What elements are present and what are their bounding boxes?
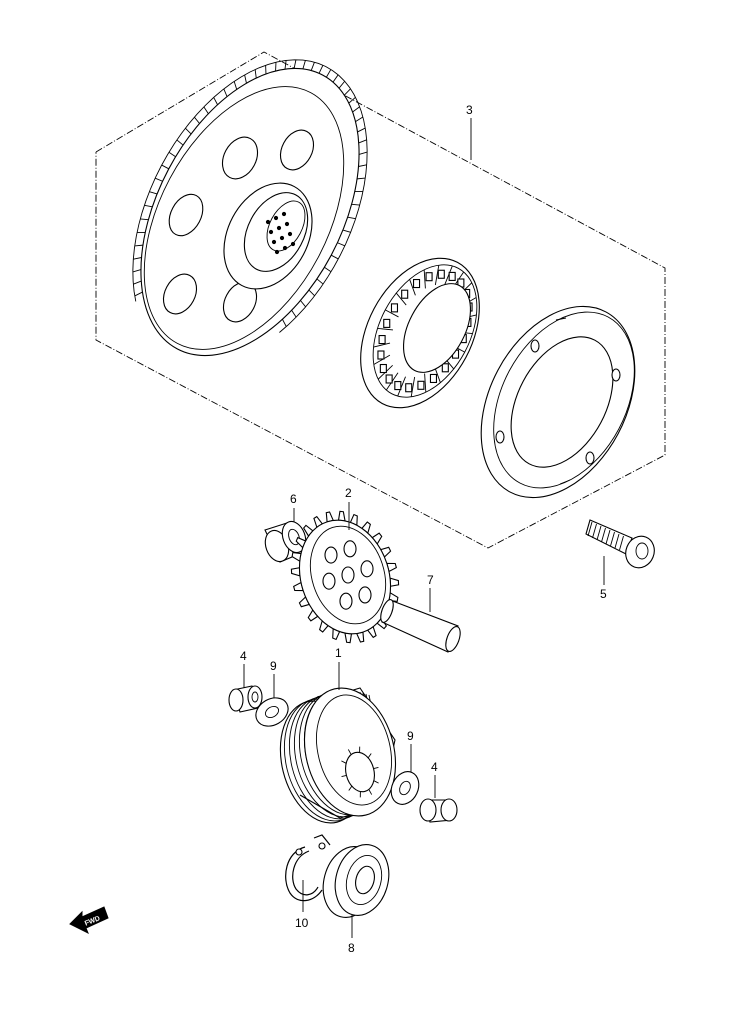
washer-left (255, 697, 289, 727)
callout-3: 3 (466, 103, 473, 117)
callout-9-left: 9 (270, 659, 277, 673)
plate-holes (495, 339, 621, 465)
shaft (380, 599, 461, 653)
callout-4-left: 4 (240, 649, 247, 663)
bolt (585, 519, 655, 569)
forward-arrow-icon: FWD (69, 906, 109, 935)
bearing (322, 844, 390, 918)
starter-driven-gear (279, 687, 397, 824)
one-way-clutch (360, 257, 480, 409)
assembly-3-outline (95, 51, 666, 549)
gear-windows (162, 129, 315, 323)
callout-10: 10 (295, 916, 309, 930)
callout-9-right: 9 (407, 729, 414, 743)
callout-6: 6 (290, 492, 297, 506)
callout-7: 7 (427, 573, 434, 587)
callout-labels: 3 2 6 7 5 1 4 9 9 4 10 8 (240, 103, 607, 955)
callout-2: 2 (345, 486, 352, 500)
starter-clutch-gear (132, 59, 368, 357)
gear-hub (223, 182, 313, 290)
leader-lines (243, 118, 605, 938)
callout-4-right: 4 (431, 760, 438, 774)
idle-gear (290, 510, 400, 644)
bushing-right (419, 798, 458, 823)
circlip (285, 834, 331, 902)
callout-8: 8 (348, 941, 355, 955)
callout-5: 5 (600, 587, 607, 601)
clutch-housing-plate (480, 305, 636, 499)
callout-1: 1 (335, 646, 342, 660)
washer-right (390, 771, 420, 805)
bushing-left (228, 685, 263, 713)
